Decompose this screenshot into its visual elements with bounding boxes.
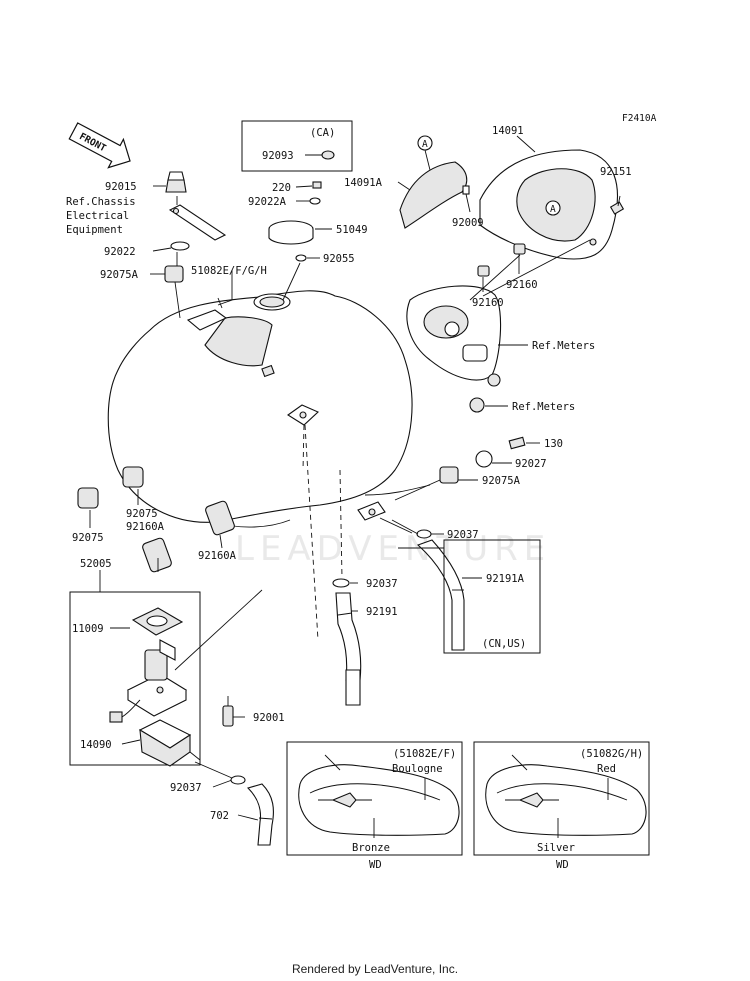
front-arrow-icon: FRONT: [68, 122, 131, 169]
label-51049: 51049: [336, 224, 368, 236]
label-92075A-right: 92075A: [482, 475, 521, 487]
bracket-14091A: [399, 161, 468, 229]
grommet-ref-meters: [469, 397, 485, 413]
variant-2-stripe: Red: [597, 763, 616, 775]
variant-1-body: Bronze: [352, 842, 390, 854]
label-ref-chassis-2: Electrical: [66, 210, 129, 222]
fuel-pump-box: [69, 591, 201, 766]
label-92015: 92015: [105, 181, 137, 193]
label-92160A-b: 92160A: [198, 550, 237, 562]
label-51082: 51082E/F/G/H: [191, 265, 267, 277]
damper-92075-b: [77, 487, 99, 509]
label-220: 220: [272, 182, 291, 194]
gasket-11009: [131, 607, 184, 636]
variant-2-code: (51082G/H): [580, 748, 643, 760]
ca-box-title: (CA): [310, 127, 335, 139]
washer-92022: [170, 241, 190, 251]
tank-recess: [204, 316, 273, 367]
label-92055: 92055: [323, 253, 355, 265]
cn-us-box: [398, 539, 541, 654]
label-14091: 14091: [492, 125, 524, 137]
label-92027: 92027: [515, 458, 547, 470]
clamp-92037-a: [416, 529, 432, 539]
label-92022A: 92022A: [248, 196, 287, 208]
ca-box: [241, 120, 353, 172]
label-92037-c: 92037: [170, 782, 202, 794]
callout-a-2-label: A: [550, 204, 556, 215]
meter-assembly: [406, 285, 502, 387]
hose-702: [246, 783, 274, 846]
tank-mount-bracket: [186, 309, 228, 331]
label-14090: 14090: [80, 739, 112, 751]
strap-ref-chassis: [168, 204, 227, 241]
damper-92160A-b: [142, 537, 172, 573]
damper-92160A-a: [205, 500, 235, 536]
grommet-92160-b: [513, 243, 526, 255]
label-92075A-left: 92075A: [100, 269, 139, 281]
screw-92009: [462, 185, 470, 195]
bolt-220: [312, 181, 322, 189]
o-ring-92055: [295, 254, 307, 262]
damper-92075A-right: [439, 466, 459, 484]
fuel-tank: [107, 290, 413, 523]
variant-2-market: WD: [556, 859, 569, 871]
ca-box-part: 92093: [262, 150, 294, 162]
collar-92027: [475, 450, 493, 468]
label-92022: 92022: [104, 246, 136, 258]
label-92160A-a: 92160A: [126, 521, 165, 533]
vent-fitting: [261, 364, 275, 378]
bolt-92015: [165, 171, 187, 193]
label-92001: 92001: [253, 712, 285, 724]
label-ref-meters-1: Ref.Meters: [532, 340, 595, 352]
label-ref-chassis-1: Ref.Chassis: [66, 196, 136, 208]
fuel-pump-52005: [126, 639, 188, 717]
label-92037-b: 92037: [366, 578, 398, 590]
bolt-130: [508, 436, 526, 450]
label-92151: 92151: [600, 166, 632, 178]
damper-92075-a: [122, 466, 144, 488]
label-702: 702: [210, 810, 229, 822]
filter-cover-14090: [138, 719, 201, 767]
hose-92191A: [416, 539, 465, 651]
variant-box-1: [286, 741, 463, 856]
watermark: LEADVENTURE: [235, 529, 551, 569]
variant-box-2: [473, 741, 650, 856]
footer-credit: Rendered by LeadVenture, Inc.: [291, 962, 459, 976]
label-14091A: 14091A: [344, 177, 383, 189]
label-92191: 92191: [366, 606, 398, 618]
label-52005: 52005: [80, 558, 112, 570]
clamp-92037-c: [230, 775, 246, 785]
label-92075-b: 92075: [72, 532, 104, 544]
variant-1-stripe: Boulogne: [392, 763, 443, 775]
label-ref-meters-2: Ref.Meters: [512, 401, 575, 413]
variant-1-market: WD: [369, 859, 382, 871]
fuel-cap-51049: [268, 220, 314, 245]
clamp-92037-b: [332, 578, 350, 588]
connector-wire: [109, 699, 141, 723]
label-92009: 92009: [452, 217, 484, 229]
figure-code: F2410A: [622, 113, 657, 124]
damper-92075A-left: [164, 265, 184, 283]
grommet-92160-a: [477, 265, 490, 277]
washer-92093: [321, 150, 335, 160]
label-ref-chassis-3: Equipment: [66, 224, 123, 236]
label-92191A: 92191A: [486, 573, 525, 585]
variant-1-code: (51082E/F): [393, 748, 456, 760]
hose-92191: [335, 592, 362, 706]
label-11009: 11009: [72, 623, 104, 635]
bolt-92001: [222, 705, 234, 727]
label-92037-a: 92037: [447, 529, 479, 541]
routing-line-rear: [339, 469, 343, 579]
label-92160-a: 92160: [472, 297, 504, 309]
callout-a-1-label: A: [422, 139, 428, 150]
variant-2-body: Silver: [537, 842, 575, 854]
cn-us-box-title: (CN,US): [482, 638, 526, 650]
label-92160-b: 92160: [506, 279, 538, 291]
washer-92022A: [309, 197, 321, 205]
label-92075-a: 92075: [126, 508, 158, 520]
callout-a-2: [545, 200, 561, 216]
screw-92151: [609, 201, 625, 215]
label-130: 130: [544, 438, 563, 450]
